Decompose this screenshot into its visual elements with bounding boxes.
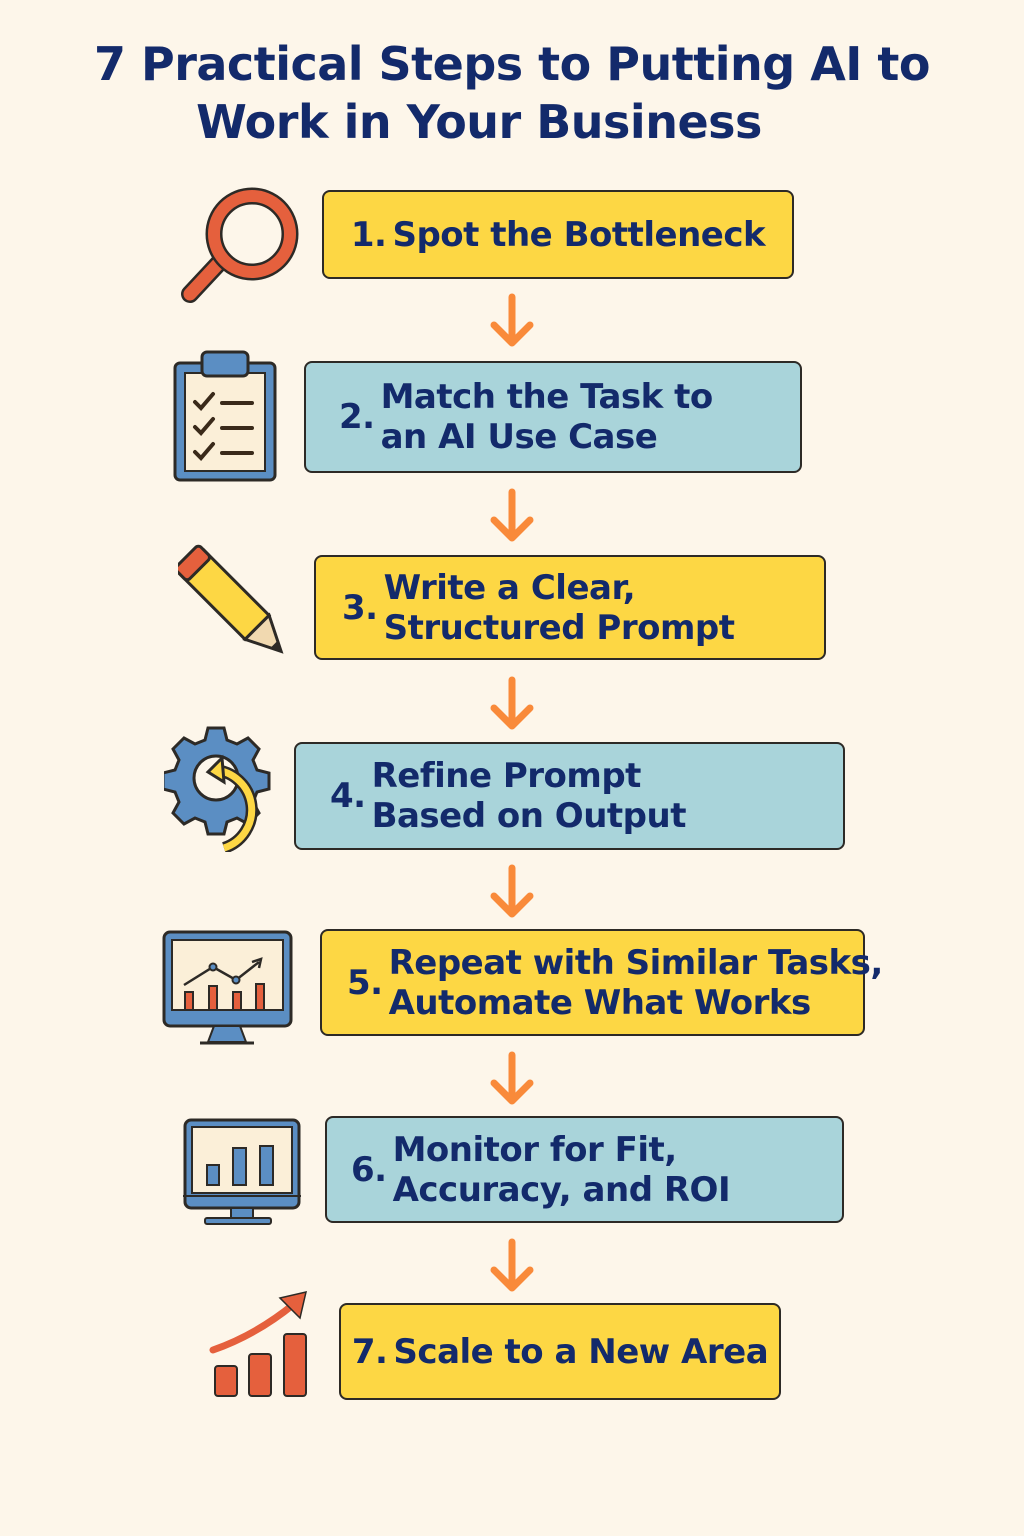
- step-label-line-2: Structured Prompt: [383, 607, 735, 648]
- monitor-line-chart-icon: [162, 930, 293, 1045]
- arrow-down-icon: [490, 293, 534, 347]
- step-label-line-1: Write a Clear,: [383, 567, 636, 608]
- step-label-line-2: Based on Output: [371, 796, 687, 836]
- step-label-line-1: Monitor for Fit,: [392, 1129, 678, 1170]
- step-number: 3.: [342, 587, 378, 628]
- step-number: 1.: [350, 214, 387, 255]
- step-5-box: 5. Repeat with Similar Tasks,Automate Wh…: [320, 929, 883, 1036]
- title-line-2: Work in Your Business: [196, 95, 762, 149]
- step-6-box: 6. Monitor for Fit,Accuracy, and ROI: [325, 1116, 844, 1223]
- step-label-line-2: Automate What Works: [388, 982, 812, 1023]
- step-3-box: 3. Write a Clear,Structured Prompt: [314, 555, 826, 660]
- title-line-1: 7 Practical Steps to Putting AI to: [93, 37, 931, 91]
- pencil-icon: [178, 544, 284, 654]
- growth-chart-icon: [209, 1290, 308, 1397]
- step-number: 7.: [351, 1331, 388, 1372]
- gear-refresh-icon: [164, 726, 271, 852]
- step-7-box: 7.Scale to a New Area: [339, 1303, 781, 1400]
- step-number: 6.: [351, 1149, 387, 1190]
- step-label: Scale to a New Area: [393, 1331, 769, 1372]
- arrow-down-icon: [490, 676, 534, 730]
- monitor-bar-chart-icon: [183, 1118, 301, 1225]
- step-label-line-2: Accuracy, and ROI: [392, 1169, 731, 1210]
- arrow-down-icon: [490, 488, 534, 542]
- step-label-line-1: Match the Task to: [380, 377, 714, 417]
- step-number: 2.: [339, 397, 375, 437]
- step-label-line-2: an AI Use Case: [380, 417, 658, 457]
- step-1-box: 1.Spot the Bottleneck: [322, 190, 794, 279]
- step-number: 4.: [330, 776, 366, 816]
- step-label: Spot the Bottleneck: [392, 214, 766, 255]
- page-title: 7 Practical Steps to Putting AI to Work …: [0, 35, 1024, 151]
- arrow-down-icon: [490, 864, 534, 918]
- clipboard-checklist-icon: [173, 350, 277, 482]
- step-label-line-1: Repeat with Similar Tasks,: [388, 942, 884, 983]
- arrow-down-icon: [490, 1051, 534, 1105]
- arrow-down-icon: [490, 1238, 534, 1292]
- step-label-line-1: Refine Prompt: [371, 756, 642, 796]
- magnifier-icon: [181, 187, 299, 303]
- step-number: 5.: [347, 962, 383, 1003]
